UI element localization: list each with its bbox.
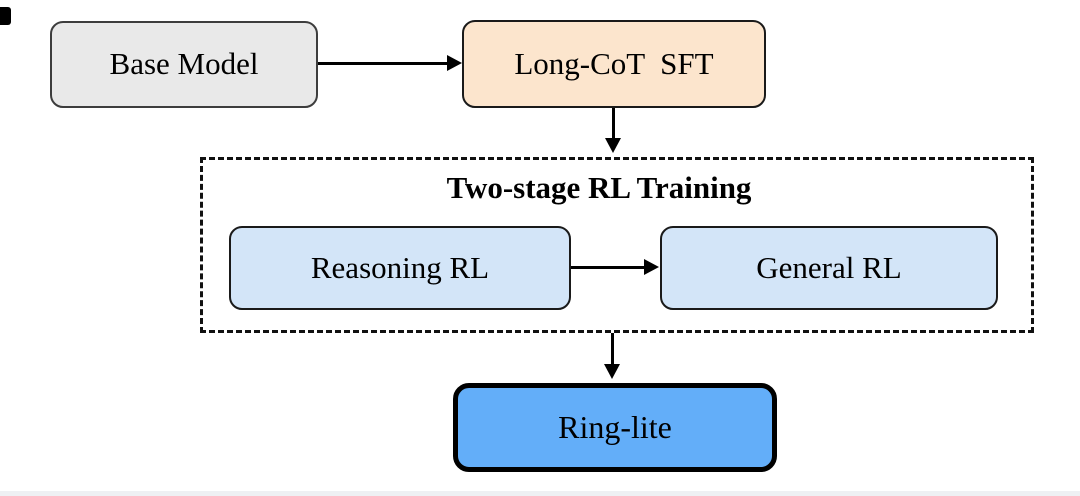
- arrow-line: [612, 108, 615, 139]
- arrow-line: [318, 62, 448, 65]
- base-model-label: Base Model: [109, 46, 259, 82]
- arrow-head-right-icon: [644, 259, 659, 275]
- arrow-head-down-icon: [604, 364, 620, 379]
- base-model-node: Base Model: [50, 21, 318, 108]
- corner-artifact: [0, 7, 11, 25]
- arrow-line: [571, 266, 645, 269]
- arrow-head-right-icon: [447, 55, 462, 71]
- reasoning-rl-label: Reasoning RL: [310, 249, 490, 285]
- two-stage-rl-title: Two-stage RL Training: [446, 170, 752, 205]
- general-rl-node: General RL: [660, 226, 998, 310]
- arrow-line: [611, 333, 614, 365]
- ring-lite-node: Ring-lite: [453, 383, 777, 472]
- reasoning-rl-node: Reasoning RL: [229, 226, 571, 310]
- two-stage-rl-container: [200, 157, 1034, 333]
- long-cot-sft-label: Long-CoT SFT: [514, 45, 714, 81]
- ring-lite-label: Ring-lite: [558, 408, 672, 445]
- long-cot-sft-node: Long-CoT SFT: [462, 20, 766, 108]
- arrow-head-down-icon: [605, 138, 621, 153]
- general-rl-label: General RL: [756, 249, 902, 285]
- bottom-divider: [0, 491, 1080, 496]
